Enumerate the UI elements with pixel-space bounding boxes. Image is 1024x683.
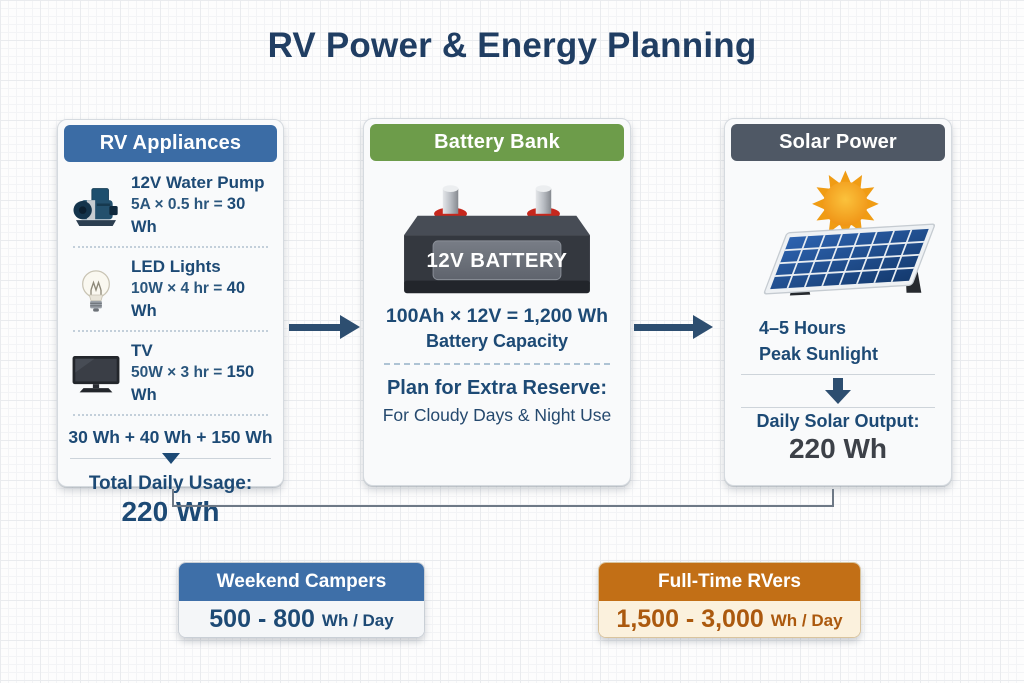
weekend-campers-box: Weekend Campers 500 - 800 Wh / Day — [178, 562, 425, 638]
divider — [741, 407, 935, 409]
total-usage-value: 220 Wh — [121, 496, 220, 528]
item-label: LED Lights — [131, 257, 221, 277]
weekend-campers-header: Weekend Campers — [179, 563, 424, 601]
peak-sunlight-text: 4–5 Hours Peak Sunlight — [759, 318, 879, 365]
card-header-battery-bank: Battery Bank — [370, 124, 624, 161]
arrow-right-icon — [289, 315, 360, 339]
item-formula: 10W × 4 hr = 40 Wh — [131, 279, 245, 321]
full-time-rvers-header: Full-Time RVers — [599, 563, 860, 601]
total-usage-label: Total Daily Usage: — [88, 473, 253, 495]
daily-sum: 30 Wh + 40 Wh + 150 Wh — [68, 427, 273, 448]
weekend-campers-value: 500 - 800 — [209, 605, 315, 633]
battery-capacity-formula: 100Ah × 12V = 1,200 Wh — [385, 305, 609, 327]
arrow-down-icon — [825, 378, 851, 405]
battery-capacity-label: Battery Capacity — [425, 331, 569, 351]
list-item-led-lights: LED Lights 10W × 4 hr = 40 Wh — [71, 248, 270, 330]
list-item-water-pump: 12V Water Pump 5A × 0.5 hr = 30 Wh — [71, 164, 270, 246]
card-battery-bank: Battery Bank 12V BATTERY 100Ah × 12V = 1… — [363, 118, 631, 486]
sun-icon — [812, 170, 879, 238]
reserve-title: Plan for Extra Reserve: — [386, 377, 608, 399]
divider — [384, 363, 610, 365]
weekend-campers-unit: Wh / Day — [321, 611, 394, 630]
tv-icon — [71, 351, 121, 397]
divider — [73, 246, 268, 249]
card-solar-power: Solar Power 4–5 Hours Peak Sunlight — [724, 118, 952, 486]
arrow-right-icon — [634, 315, 713, 339]
led-bulb-icon — [71, 263, 121, 317]
card-header-rv-appliances: RV Appliances — [64, 125, 277, 162]
item-formula: 50W × 3 hr = 150 Wh — [131, 363, 255, 405]
full-time-rvers-box: Full-Time RVers 1,500 - 3,000 Wh / Day — [598, 562, 861, 638]
page-title: RV Power & Energy Planning — [267, 26, 757, 65]
divider — [741, 374, 935, 376]
solar-output-value: 220 Wh — [788, 433, 888, 465]
sum-arrow-row — [70, 451, 271, 466]
solar-output-label: Daily Solar Output: — [756, 411, 920, 432]
divider — [73, 414, 268, 417]
card-header-solar-power: Solar Power — [731, 124, 945, 161]
item-label: TV — [131, 341, 153, 361]
connector-line — [172, 505, 834, 507]
card-rv-appliances: RV Appliances 12V Water Pump 5A × 0.5 hr… — [57, 119, 284, 527]
full-time-rvers-value: 1,500 - 3,000 — [616, 605, 764, 633]
battery-icon: 12V BATTERY — [404, 185, 590, 294]
appliance-list: 12V Water Pump 5A × 0.5 hr = 30 Wh LED L… — [58, 162, 283, 417]
full-time-rvers-unit: Wh / Day — [770, 611, 843, 630]
reserve-subtitle: For Cloudy Days & Night Use — [382, 405, 612, 425]
divider — [73, 330, 268, 333]
list-item-tv: TV 50W × 3 hr = 150 Wh — [71, 332, 270, 414]
arrow-down-icon — [161, 453, 180, 465]
water-pump-icon — [71, 180, 121, 232]
item-label: 12V Water Pump — [131, 173, 265, 192]
connector-line — [172, 489, 174, 507]
solar-panel-sun-icon — [763, 170, 936, 296]
item-formula: 5A × 0.5 hr = 30 Wh — [131, 195, 246, 237]
connector-line — [832, 489, 834, 507]
battery-label: 12V BATTERY — [427, 250, 568, 272]
